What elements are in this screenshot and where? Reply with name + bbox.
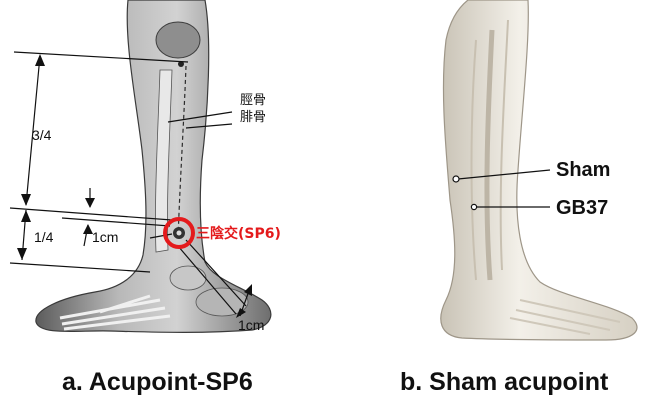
gb37-label: GB37 bbox=[556, 197, 608, 219]
leg-shape-a bbox=[36, 0, 271, 332]
tibia-label: 脛骨 bbox=[240, 93, 266, 108]
arrow-head bbox=[17, 248, 27, 260]
vertical-distance-label: 1cm bbox=[92, 229, 118, 245]
sham-label: Sham bbox=[556, 159, 610, 181]
horizontal-distance-label: 1cm bbox=[238, 317, 264, 333]
sp6-label: 三陰交(SP6) bbox=[196, 225, 281, 242]
leg-illustration-a bbox=[36, 0, 271, 332]
panel-a: 脛骨 腓骨 3/4 1/4 1cm 1cm 三陰交(SP6) a. Acupoi… bbox=[10, 0, 281, 396]
arrow-head bbox=[21, 210, 31, 222]
arrow-head bbox=[21, 194, 31, 206]
sham-point bbox=[453, 176, 459, 182]
arrow-head bbox=[85, 198, 95, 208]
ratio-lower-label: 1/4 bbox=[34, 229, 54, 245]
knee-joint bbox=[156, 22, 200, 58]
ankle-bone bbox=[170, 266, 206, 290]
bottom-reference-line bbox=[10, 263, 150, 272]
fibula-label: 腓骨 bbox=[240, 109, 266, 125]
gb37-point bbox=[471, 204, 476, 209]
sp6-point-inner bbox=[177, 231, 182, 236]
ratio-upper-label: 3/4 bbox=[32, 127, 52, 143]
arrow-head bbox=[35, 54, 45, 66]
caption-b: b. Sham acupoint bbox=[400, 368, 609, 396]
caption-a: a. Acupoint-SP6 bbox=[62, 368, 253, 396]
panel-b: Sham GB37 b. Sham acupoint bbox=[400, 0, 637, 396]
